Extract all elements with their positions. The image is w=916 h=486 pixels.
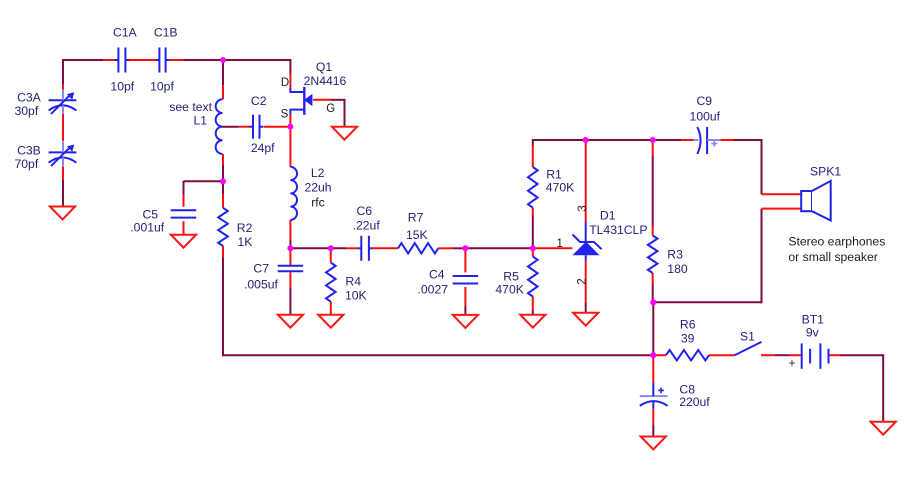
- svg-text:.005uf: .005uf: [244, 278, 278, 292]
- svg-text:BT1: BT1: [802, 313, 825, 327]
- svg-text:22uh: 22uh: [304, 181, 331, 195]
- svg-text:24pf: 24pf: [251, 141, 275, 155]
- svg-text:D: D: [281, 77, 289, 89]
- svg-text:39: 39: [681, 332, 695, 346]
- svg-text:3: 3: [577, 205, 589, 211]
- svg-text:1: 1: [556, 238, 562, 250]
- svg-text:Stereo earphones: Stereo earphones: [788, 235, 885, 249]
- svg-text:L1: L1: [194, 113, 208, 127]
- svg-text:70pf: 70pf: [15, 157, 39, 171]
- svg-text:C5: C5: [143, 208, 159, 222]
- svg-text:G: G: [326, 103, 335, 115]
- svg-text:R5: R5: [503, 270, 519, 284]
- svg-text:2: 2: [576, 278, 588, 284]
- svg-text:30pf: 30pf: [15, 104, 39, 118]
- svg-text:C2: C2: [251, 94, 267, 108]
- svg-text:C1A: C1A: [113, 25, 138, 39]
- svg-text:100uf: 100uf: [690, 110, 721, 124]
- svg-text:R1: R1: [546, 167, 562, 181]
- svg-text:.001uf: .001uf: [130, 221, 164, 235]
- svg-text:C4: C4: [429, 268, 445, 282]
- svg-text:1K: 1K: [238, 235, 253, 249]
- svg-text:rfc: rfc: [311, 196, 325, 210]
- svg-text:R6: R6: [680, 318, 696, 332]
- svg-text:10pf: 10pf: [150, 79, 174, 93]
- svg-text:470K: 470K: [495, 283, 523, 297]
- svg-text:C1B: C1B: [154, 25, 178, 39]
- svg-text:C9: C9: [697, 94, 713, 108]
- svg-text:C6: C6: [357, 204, 373, 218]
- svg-text:+: +: [789, 358, 796, 370]
- svg-text:C3A: C3A: [17, 91, 42, 105]
- svg-text:R4: R4: [345, 275, 361, 289]
- svg-text:10pf: 10pf: [110, 79, 134, 93]
- svg-text:C7: C7: [253, 262, 269, 276]
- svg-text:L2: L2: [311, 166, 325, 180]
- svg-text:470K: 470K: [546, 180, 574, 194]
- svg-text:S: S: [281, 109, 289, 121]
- svg-text:.22uf: .22uf: [353, 218, 381, 232]
- svg-text:180: 180: [667, 262, 688, 276]
- svg-text:C3B: C3B: [17, 144, 41, 158]
- svg-text:10K: 10K: [345, 289, 367, 303]
- svg-text:Q1: Q1: [316, 60, 332, 74]
- svg-text:R3: R3: [667, 247, 683, 261]
- svg-text:.0027: .0027: [418, 282, 449, 296]
- svg-text:TL431CLP: TL431CLP: [589, 223, 647, 237]
- svg-text:or small speaker: or small speaker: [788, 250, 877, 264]
- svg-text:C8: C8: [679, 383, 695, 397]
- svg-text:see text: see text: [169, 100, 212, 114]
- svg-text:220uf: 220uf: [679, 395, 710, 409]
- svg-text:R2: R2: [237, 221, 253, 235]
- svg-text:R7: R7: [408, 211, 424, 225]
- svg-text:D1: D1: [600, 209, 616, 223]
- svg-text:S1: S1: [740, 330, 755, 344]
- svg-text:9v: 9v: [806, 326, 820, 340]
- svg-text:SPK1: SPK1: [810, 164, 841, 178]
- svg-text:15K: 15K: [406, 228, 428, 242]
- svg-text:2N4416: 2N4416: [304, 74, 347, 88]
